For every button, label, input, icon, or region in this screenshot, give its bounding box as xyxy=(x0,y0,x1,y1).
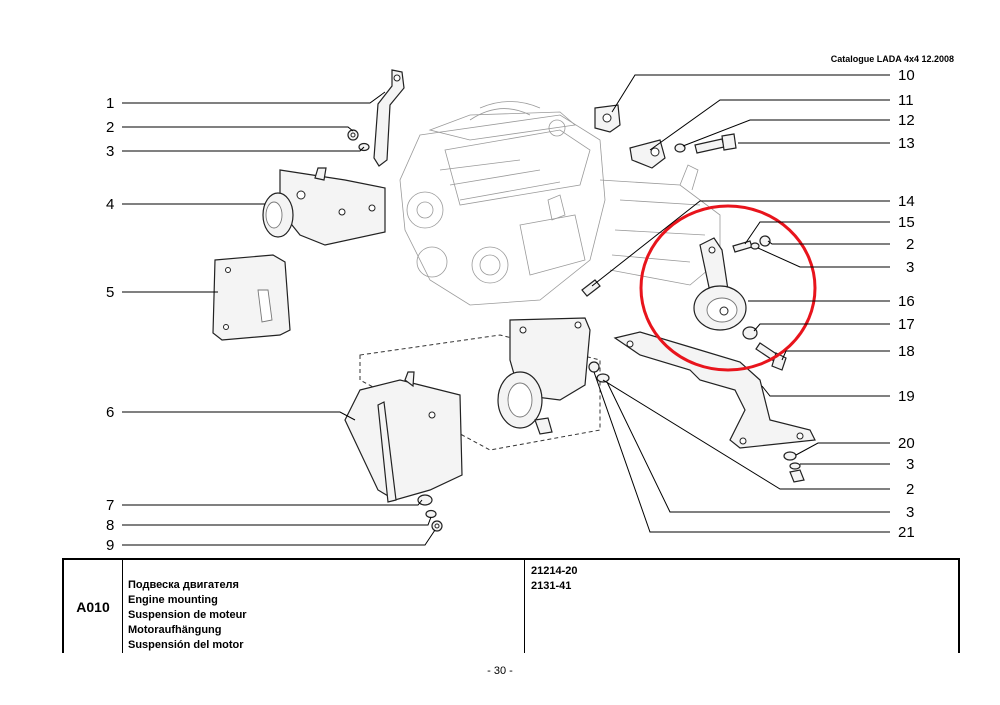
callout-11: 11 xyxy=(898,92,914,109)
part-8-washer xyxy=(425,509,437,519)
callout-19: 19 xyxy=(898,388,915,405)
callout-16: 16 xyxy=(898,293,915,310)
part-21-mount-assembly xyxy=(497,317,591,435)
callout-10: 10 xyxy=(898,67,915,84)
section-code: A010 xyxy=(64,560,123,653)
model-code-2: 2131-41 xyxy=(531,580,572,592)
leader-lines xyxy=(122,74,890,546)
callout-1: 1 xyxy=(106,95,114,112)
page-number: - 30 - xyxy=(487,665,513,677)
part-17-washer xyxy=(742,326,758,340)
part-2-nut xyxy=(347,129,359,141)
part-2-nut-right xyxy=(789,469,805,483)
callout-3-lower: 3 xyxy=(906,504,914,521)
highlight-circle xyxy=(639,204,817,372)
callout-3: 3 xyxy=(106,143,114,160)
part-14-stud xyxy=(581,279,601,297)
part-15-stud xyxy=(732,240,753,253)
name-russian: Подвеска двигателя xyxy=(128,579,239,591)
callout-2-upper: 2 xyxy=(906,236,914,253)
catalogue-reference: Catalogue LADA 4x4 12.2008 xyxy=(830,54,954,64)
part-4-engine-mount xyxy=(262,167,386,246)
model-code-1: 21214-20 xyxy=(531,565,578,577)
part-3-washer-right xyxy=(789,462,801,470)
callout-5: 5 xyxy=(106,284,114,301)
part-5-mounting-plate xyxy=(212,254,291,341)
callout-7: 7 xyxy=(106,497,114,514)
part-2-nut-upper xyxy=(759,235,771,247)
name-english: Engine mounting xyxy=(128,594,218,606)
part-3-washer-upper xyxy=(750,242,760,250)
part-20-washer xyxy=(783,451,797,461)
callout-17: 17 xyxy=(898,316,915,333)
name-french: Suspension de moteur xyxy=(128,609,247,621)
part-1-bracket xyxy=(373,69,405,167)
callout-2: 2 xyxy=(106,119,114,136)
part-18-bolt xyxy=(755,342,787,371)
title-block: A010 Подвеска двигателя Engine mounting … xyxy=(62,558,960,653)
callout-3-right: 3 xyxy=(906,456,914,473)
part-10-bracket xyxy=(594,104,621,133)
section-names: Подвеска двигателя Engine mounting Suspe… xyxy=(128,578,247,653)
part-7-washer xyxy=(417,494,433,506)
part-11-plate xyxy=(629,139,666,169)
callout-8: 8 xyxy=(106,517,114,534)
engine-illustration xyxy=(399,101,721,306)
callout-3-upper: 3 xyxy=(906,259,914,276)
part-9-nut xyxy=(431,520,443,532)
callout-15: 15 xyxy=(898,214,915,231)
callouts-right: 10 11 12 13 14 15 2 3 16 17 18 19 20 3 2… xyxy=(898,67,915,541)
callout-6: 6 xyxy=(106,404,114,421)
callout-18: 18 xyxy=(898,343,915,360)
callout-4: 4 xyxy=(106,196,114,213)
callout-13: 13 xyxy=(898,135,915,152)
engine-mounting-diagram: 1 2 3 4 5 6 7 8 9 10 11 12 13 14 15 2 3 … xyxy=(106,67,915,554)
model-codes: 21214-20 2131-41 xyxy=(524,560,958,653)
callout-2-lower: 2 xyxy=(906,481,914,498)
part-19-crossmember-bracket xyxy=(613,331,816,449)
assembly-dashed-outline xyxy=(359,334,601,451)
part-16-cushion xyxy=(693,237,747,331)
part-12-washer xyxy=(674,143,686,153)
name-spanish: Suspensión del motor xyxy=(128,639,244,651)
callout-20: 20 xyxy=(898,435,915,452)
callout-12: 12 xyxy=(898,112,915,129)
callout-21: 21 xyxy=(898,524,915,541)
part-13-bolt xyxy=(694,133,737,154)
callouts-left: 1 2 3 4 5 6 7 8 9 xyxy=(106,95,114,554)
callout-9: 9 xyxy=(106,537,114,554)
part-6-mount-bracket xyxy=(344,371,463,503)
part-3-washer-lower xyxy=(596,373,610,383)
part-2-nut-lower xyxy=(588,361,600,373)
name-german: Motoraufhängung xyxy=(128,624,222,636)
callout-14: 14 xyxy=(898,193,915,210)
